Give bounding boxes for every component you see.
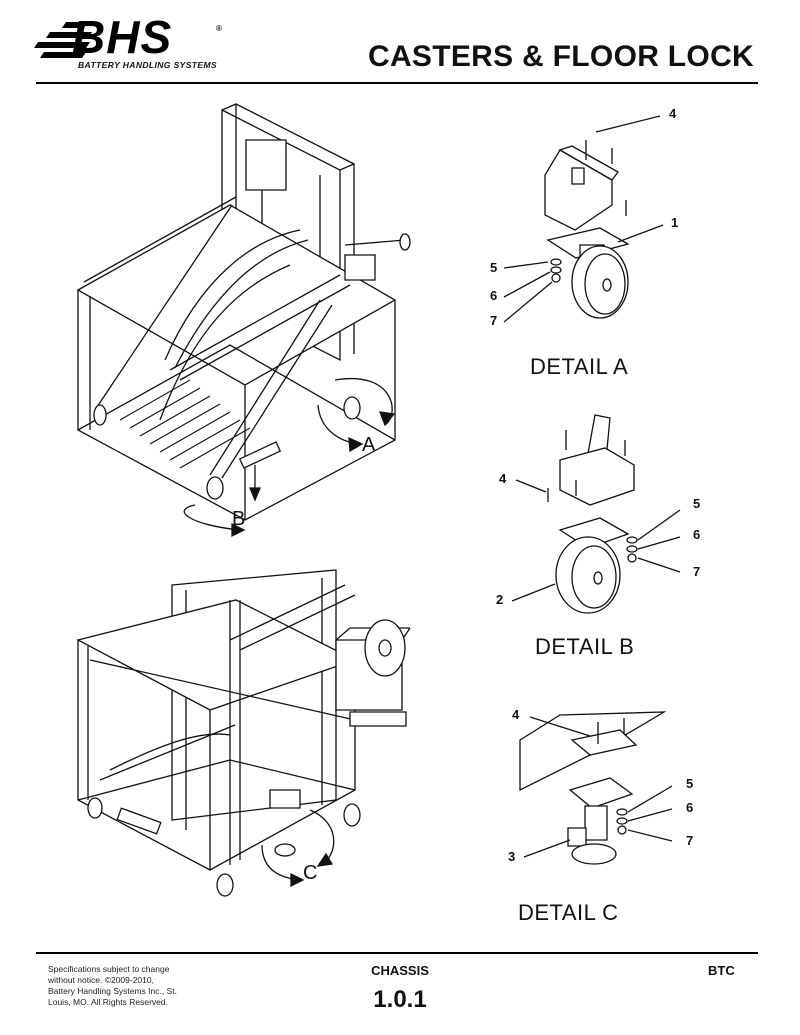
callout-number: 5 (686, 776, 694, 791)
callout-number: 5 (490, 260, 498, 275)
callout-number: 7 (490, 313, 498, 328)
callout-number: 2 (496, 592, 504, 607)
brand-name: BHS (72, 11, 173, 63)
footer-model: BTC (708, 963, 735, 978)
brand-subtitle: BATTERY HANDLING SYSTEMS (78, 60, 218, 70)
technical-drawing: A B C DETAIL A DETAIL B DETAIL C 4 1 5 6… (0, 90, 800, 950)
callout-number: 6 (490, 288, 498, 303)
speed-lines-icon (34, 22, 92, 58)
detail-c-leaders (524, 717, 672, 857)
callout-number: 7 (693, 564, 701, 579)
detail-c-drawing (520, 712, 664, 864)
footer-section: CHASSIS (371, 963, 429, 978)
cart-view-bottom (78, 570, 410, 896)
view-label-c: C (303, 862, 318, 884)
detail-a-drawing (545, 140, 628, 318)
header-rule (36, 82, 758, 84)
callout-number: 4 (512, 707, 520, 722)
callout-number: 3 (508, 849, 516, 864)
detail-b-leaders (512, 480, 680, 601)
detail-a-leaders (504, 116, 663, 322)
detail-a-title: DETAIL A (530, 354, 629, 379)
footer-rule (36, 952, 758, 954)
footer-disclaimer: Specifications subject to change without… (48, 964, 177, 1007)
callout-number: 4 (669, 106, 677, 121)
cart-view-top (78, 104, 410, 536)
callout-number: 4 (499, 471, 507, 486)
callout-number: 6 (686, 800, 694, 815)
bhs-logo (30, 14, 250, 76)
callout-number: 7 (686, 833, 694, 848)
detail-b-title: DETAIL B (535, 634, 635, 659)
registered-mark: ® (216, 24, 222, 33)
view-label-b: B (232, 508, 246, 530)
footer-page-code: 1.0.1 (373, 986, 427, 1013)
detail-b-drawing (548, 415, 637, 613)
callout-number: 1 (671, 215, 679, 230)
page-title: CASTERS & FLOOR LOCK (368, 40, 754, 73)
callout-number: 5 (693, 496, 701, 511)
view-label-a: A (362, 434, 376, 456)
callout-number: 6 (693, 527, 701, 542)
page-header: BHS ® BATTERY HANDLING SYSTEMS CASTERS &… (0, 0, 800, 85)
detail-c-title: DETAIL C (518, 900, 619, 925)
